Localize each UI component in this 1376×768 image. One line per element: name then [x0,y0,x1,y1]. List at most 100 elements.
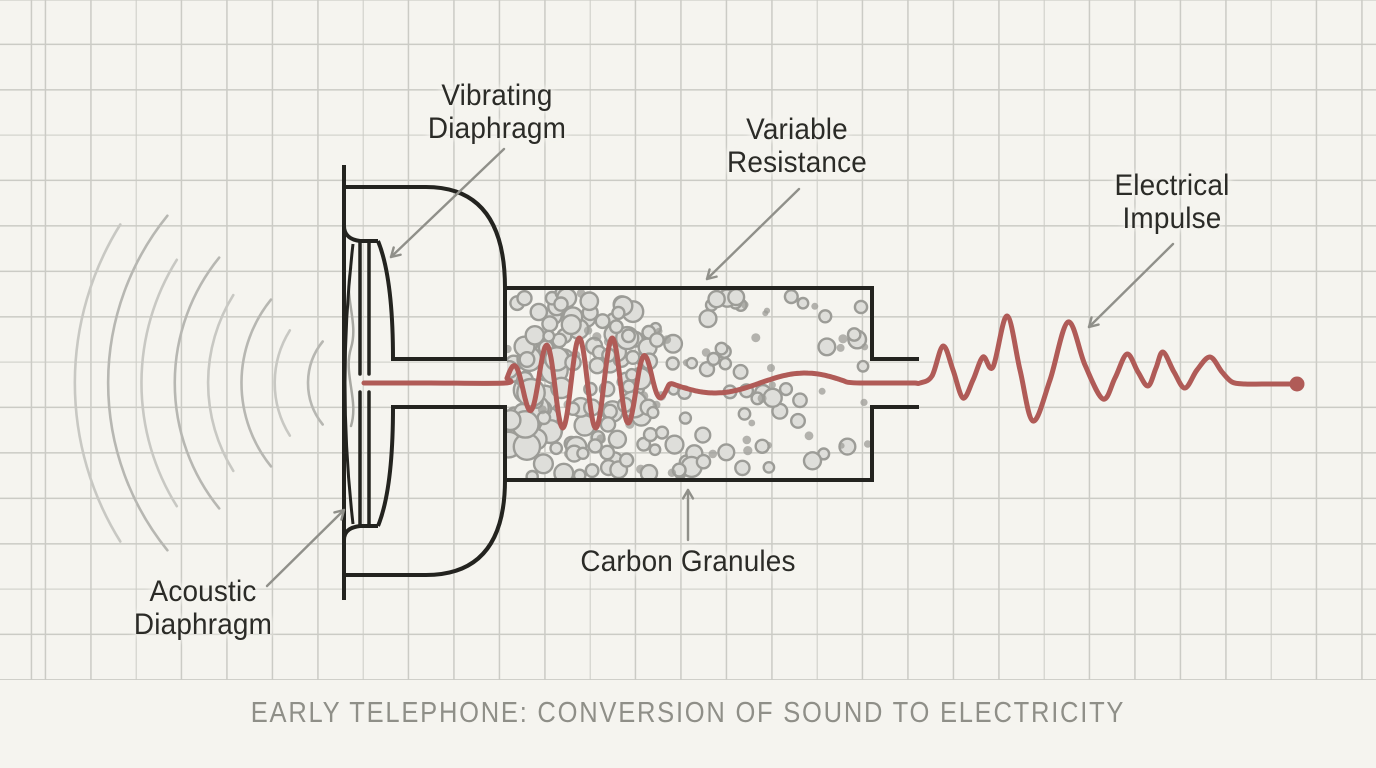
granule [611,305,626,321]
vibrating-diaphragm-lines [358,239,371,528]
granule [757,393,767,403]
granule [649,332,665,348]
granule [767,364,775,372]
sound-arc [240,298,273,468]
shell-top [344,185,507,289]
microphone-outline [342,165,507,600]
granule [732,363,749,380]
granule [783,290,799,305]
granule [639,463,659,478]
granule [529,302,549,322]
signal-wave [361,313,1305,431]
granule [541,315,559,333]
label-carbon-granules: Carbon Granules [580,545,795,578]
arrow-to-electrical-impulse [1087,242,1175,329]
granule [664,434,685,455]
granule [588,357,606,375]
clamp-bottom [342,524,378,541]
granule [818,387,826,395]
granule [507,409,522,432]
label-line: Variable [746,113,848,146]
clamp-top [342,225,378,243]
granule [778,382,794,397]
sound-arc [173,256,221,510]
granule [754,438,770,454]
sound-arc [273,329,292,437]
granule [811,302,819,310]
caption-title: EARLY TELEPHONE: CONVERSION OF SOUND TO … [250,697,1126,729]
label-line: Diaphragm [427,112,567,145]
granule [748,419,756,427]
granule [763,307,771,314]
granule [665,356,680,371]
granule [706,351,721,367]
granule [743,446,753,456]
granule [549,441,564,456]
granule [537,405,547,415]
granule [818,309,833,324]
granule [737,406,752,421]
granule [579,291,600,312]
granule [727,290,746,307]
granule [560,314,582,336]
funnel-top [376,240,395,360]
sound-wave-arcs [73,214,324,552]
granule [576,446,590,460]
granule [836,343,845,352]
granule [708,449,718,459]
granule [532,453,554,475]
granule [751,333,761,343]
carbon-granules [507,290,870,478]
granule [662,335,672,344]
granule [584,463,600,478]
granule [762,460,776,474]
granule [524,324,546,346]
granule [863,440,870,448]
sound-arc [206,293,235,473]
label-line: Electrical [1114,169,1230,202]
granule [599,416,617,433]
box-outline [503,286,874,482]
output-terminals [870,357,919,409]
granule [718,356,733,371]
granule [853,299,869,315]
granule [838,334,848,344]
granule [507,344,512,354]
granule [685,356,699,370]
sound-arc [140,258,179,508]
granule [804,431,814,441]
label-line: Acoustic [149,575,257,608]
grid-background [0,0,1376,680]
signal-path [361,313,1297,431]
granule [742,435,752,445]
granule [856,359,870,373]
granule [846,327,862,342]
granule [790,412,807,429]
granule [518,351,536,369]
granule [654,425,670,440]
granule [618,452,635,468]
granule [542,329,556,343]
granule [602,403,618,420]
granule [768,381,776,389]
granule [594,313,611,330]
granule [694,426,712,444]
neck-channel [391,357,507,409]
granule [592,332,602,342]
granule [695,453,712,470]
granule [599,444,616,461]
granule [734,459,751,477]
label-variable-resistance: Variable Resistance [727,113,867,179]
granule [861,343,869,351]
granule [817,337,837,357]
granule [802,451,823,471]
granule [646,405,660,420]
granule [607,429,628,449]
arrow-to-acoustic-diaphragm [265,508,346,588]
granule [587,438,603,454]
label-vibrating-diaphragm: Vibrating Diaphragm [428,79,566,145]
label-line: Resistance [727,146,867,179]
acoustic-membrane [343,243,355,525]
granule [621,328,637,344]
granule [553,296,569,312]
